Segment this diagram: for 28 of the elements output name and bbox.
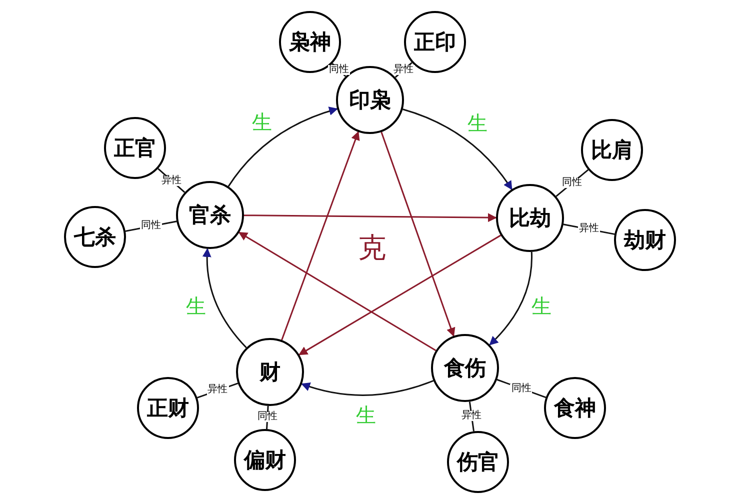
edge-label: 生 bbox=[468, 113, 488, 134]
edge-label: 生 bbox=[356, 405, 376, 426]
edge-label: 生 bbox=[186, 296, 206, 316]
curved-arrow bbox=[402, 108, 512, 190]
edge-label: 同性 bbox=[328, 64, 350, 75]
curved-arrow bbox=[202, 248, 247, 348]
connector-line bbox=[556, 169, 589, 197]
edge-label: 异性 bbox=[160, 176, 182, 186]
connector-line bbox=[468, 402, 474, 432]
arrow bbox=[244, 213, 497, 222]
edge-label: 同性 bbox=[256, 412, 278, 422]
curved-arrow bbox=[489, 252, 532, 346]
curved-arrow bbox=[300, 380, 434, 396]
edge-label: 异性 bbox=[460, 411, 483, 422]
edge-label: 异性 bbox=[206, 385, 229, 396]
edge-label: 生 bbox=[532, 296, 552, 316]
edge-label: 异性 bbox=[578, 224, 600, 234]
edge-label: 生 bbox=[252, 112, 272, 132]
edge-label: 同性 bbox=[140, 221, 162, 232]
edge-label: 异性 bbox=[392, 65, 415, 75]
center-label: 克 bbox=[358, 234, 386, 262]
edge-label: 同性 bbox=[510, 384, 532, 394]
edge-label: 同性 bbox=[561, 178, 584, 188]
curved-arrow bbox=[228, 106, 338, 187]
arrow bbox=[238, 232, 436, 352]
arrow bbox=[380, 132, 456, 337]
arrow bbox=[298, 234, 502, 356]
connector-line bbox=[266, 406, 269, 430]
